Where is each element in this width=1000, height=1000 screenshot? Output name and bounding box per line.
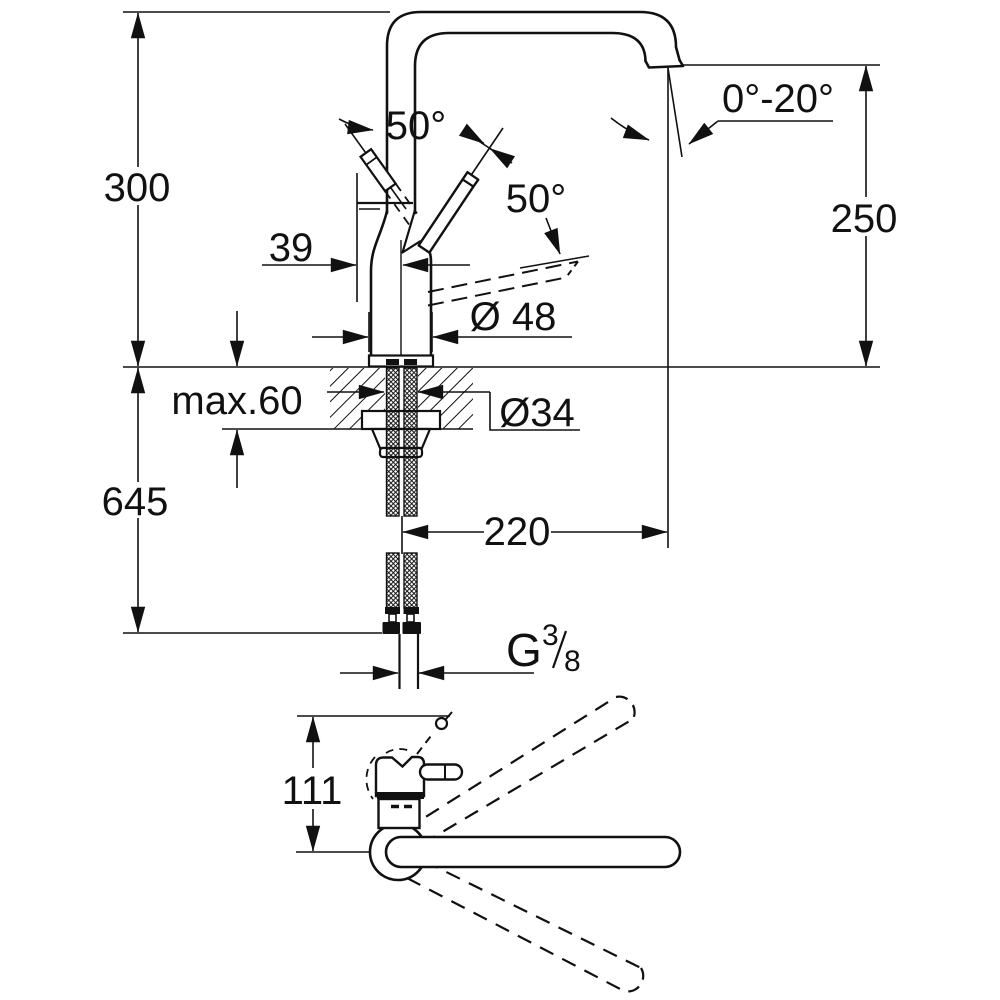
dim-34-label: Ø34 — [499, 391, 575, 435]
body-left-edge — [369, 209, 389, 360]
dim-thread-label: G 3 8 — [506, 619, 581, 678]
tilt-line — [667, 67, 683, 158]
horizontal-lever-axis — [519, 255, 590, 269]
spout-outlet-tip — [644, 58, 685, 69]
handle-lever-top — [418, 763, 464, 781]
hose-end-nut — [382, 622, 400, 634]
handle-up-phantom — [416, 731, 435, 755]
body-lower-block — [377, 797, 421, 830]
body-band — [377, 792, 424, 799]
dimension-lines — [130, 12, 874, 681]
spout-tube-outer — [385, 10, 681, 215]
tilt-arc-arrow — [610, 117, 650, 141]
front-view: 300 645 250 0°-20° 50° 50° 39 Ø 48 max.6… — [102, 10, 898, 689]
dim-39-label: 39 — [269, 226, 314, 270]
mounting-washer — [360, 409, 442, 431]
handle-tip-circle — [434, 716, 449, 731]
hose-collar — [385, 607, 400, 614]
thread-letter: G — [506, 624, 542, 676]
handle-lever-left-phantom — [358, 147, 418, 226]
dim-50-right-label: 50° — [506, 177, 567, 221]
top-view: 111 — [282, 695, 682, 993]
top-view-dimension-lines — [296, 715, 450, 853]
dim-48-label: Ø 48 — [470, 295, 557, 339]
faucet-body — [357, 10, 685, 368]
supply-hoses — [382, 367, 421, 689]
swivel-range-arms — [404, 695, 645, 993]
handle-lever-horizontal-phantom — [427, 260, 579, 307]
body-top-block — [374, 755, 426, 798]
counter-section — [330, 368, 473, 459]
dim-645-label: 645 — [102, 480, 169, 524]
angle-arc-arrow-left — [338, 118, 374, 135]
dim-tilt-label: 0°-20° — [722, 77, 834, 121]
dim-50-left-label: 50° — [386, 104, 447, 148]
spout-top-view — [384, 835, 682, 869]
body-right-edge — [419, 240, 433, 360]
thread-numerator: 3 — [542, 619, 559, 652]
dim-250-label: 250 — [831, 197, 898, 241]
dim-max60-label: max.60 — [171, 379, 302, 423]
mounting-nut — [370, 427, 432, 450]
dim-220-label: 220 — [484, 510, 551, 554]
base-plate — [367, 354, 435, 368]
dim-111-label: 111 — [282, 769, 343, 813]
spout-tube-inner — [413, 31, 647, 215]
top-view-body — [365, 711, 682, 882]
hose-collar — [403, 607, 419, 614]
thread-denominator: 8 — [564, 645, 581, 678]
dim-300-label: 300 — [104, 166, 171, 210]
hose-end-nut — [402, 622, 421, 634]
